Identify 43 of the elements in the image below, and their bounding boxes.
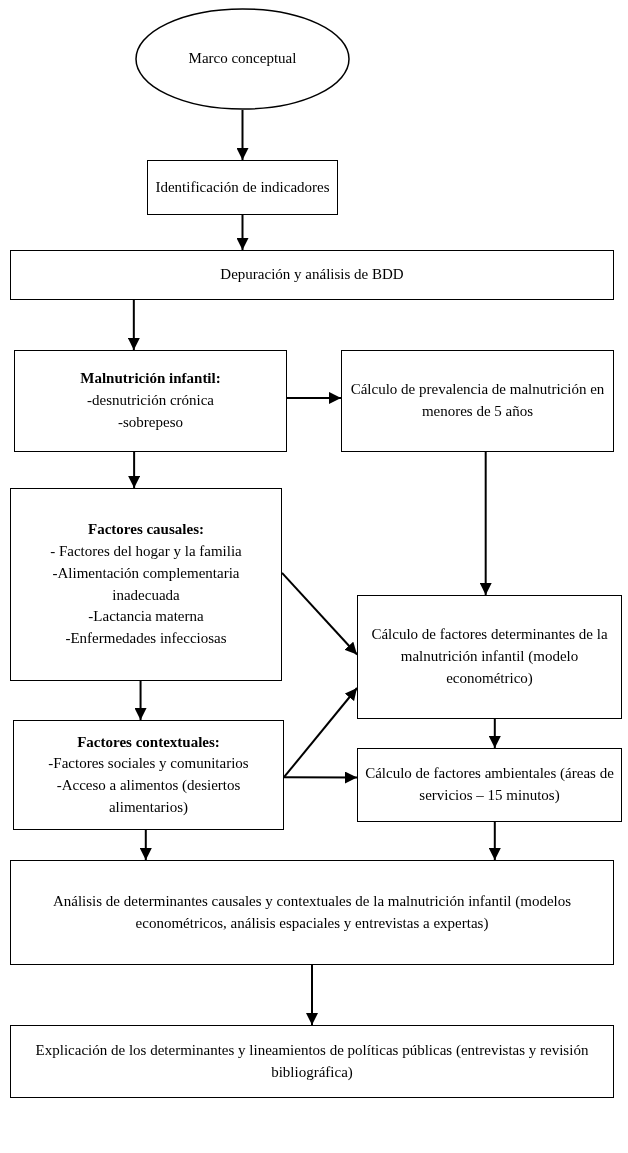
box-text: Cálculo de prevalencia de malnutrición en menores de 5 años [349, 380, 606, 421]
arrow [139, 829, 152, 861]
box-heading: Malnutrición infantil: [80, 369, 221, 389]
box-text: -Lactancia materna [88, 607, 204, 627]
box-text: Cálculo de factores ambientales (áreas de servicios – 15 minutos) [364, 764, 615, 805]
process-box [147, 160, 338, 215]
box-text: Marco conceptual [188, 49, 297, 69]
box-text: - Factores del hogar y la familia [50, 542, 242, 561]
arrow [134, 680, 147, 721]
box-text: Cálculo de factores determinantes de la malnutrición infantil (modelo econométrico) [370, 625, 609, 688]
arrow [488, 821, 501, 861]
arrow [306, 964, 318, 1026]
arrow [236, 214, 249, 251]
process-box [13, 720, 284, 830]
box-heading: Factores contextuales: [77, 732, 220, 752]
process-box [10, 860, 614, 965]
arrow [281, 571, 358, 656]
box-heading: Factores causales: [88, 520, 204, 540]
arrow [283, 687, 358, 779]
arrow [127, 299, 140, 351]
arrow [286, 391, 342, 404]
box-text: -Alimentación complementaria inadecuada [51, 563, 241, 605]
box-text: -Enfermedades infecciosas [65, 629, 227, 648]
box-text: Identificación de indicadores [155, 177, 330, 197]
box-text: -sobrepeso [118, 412, 183, 432]
process-box [14, 350, 287, 452]
arrow [479, 451, 492, 596]
arrow [488, 718, 501, 749]
process-box [357, 595, 622, 719]
box-text: -desnutrición crónica [87, 391, 214, 411]
process-box [10, 488, 282, 681]
box-text: -Factores sociales y comunitarios [48, 754, 249, 774]
process-box [341, 350, 614, 452]
box-text: -Acceso a alimentos (desiertos alimentarios) [55, 776, 242, 817]
box-text: Explicación de los determinantes y lineamientos de políticas públicas (entrevistas y revisión bibliográfica) [34, 1040, 590, 1082]
process-box [357, 748, 622, 822]
box-text: Análisis de determinantes causales y contextuales de la malnutrición infantil (modelos econométricos, análisis espaciales y entrevistas a expertas) [51, 891, 573, 933]
arrow [236, 109, 249, 161]
arrow [283, 771, 358, 784]
process-box [10, 250, 614, 300]
box-text: Depuración y análisis de BDD [220, 265, 404, 285]
arrow [128, 451, 141, 489]
process-box [10, 1025, 614, 1098]
